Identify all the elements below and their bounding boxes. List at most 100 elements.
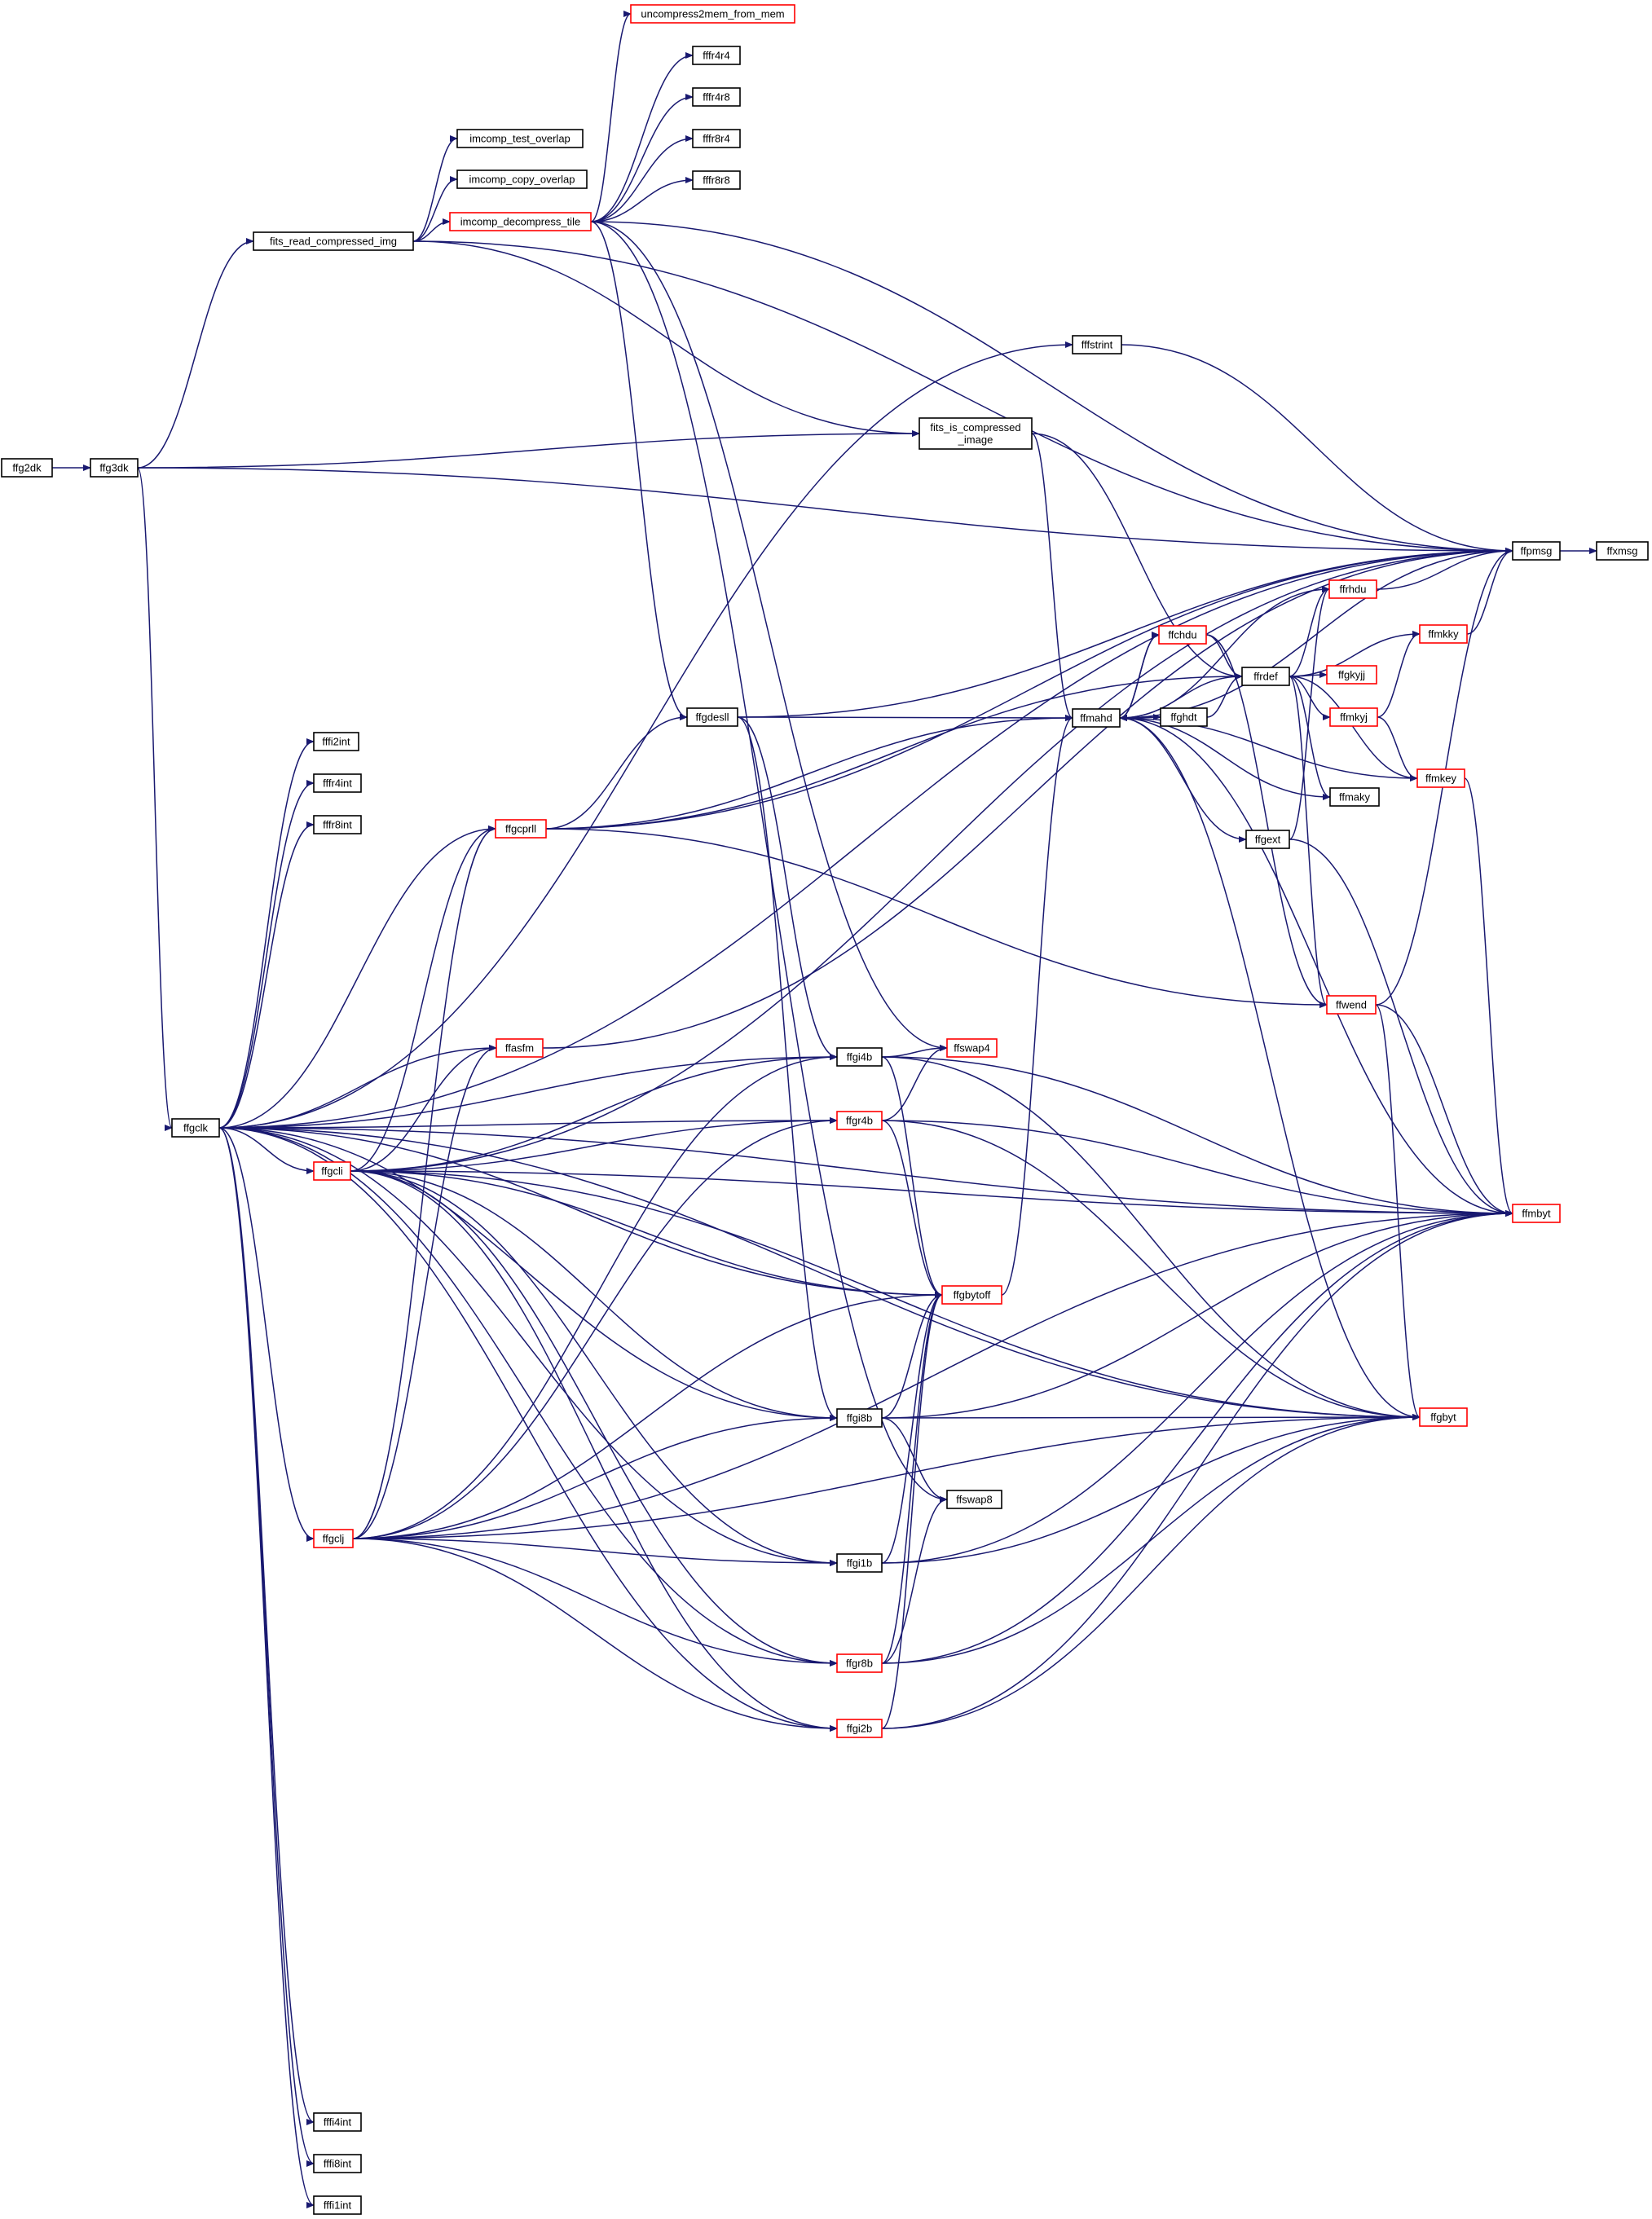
node-ffg3dk[interactable]: ffg3dk — [90, 458, 139, 478]
node-box[interactable] — [692, 87, 741, 107]
node-ffgclj[interactable]: ffgclj — [313, 1529, 354, 1548]
node-fffr8r8[interactable]: fffr8r8 — [692, 170, 741, 190]
node-ffmbyt[interactable]: ffmbyt — [1512, 1204, 1561, 1223]
node-box[interactable] — [1416, 768, 1465, 788]
node-fffr8int[interactable]: fffr8int — [313, 815, 362, 834]
node-box[interactable] — [90, 458, 139, 478]
node-box[interactable] — [692, 129, 741, 148]
node-box[interactable] — [1072, 335, 1122, 354]
node-box[interactable] — [1, 458, 53, 478]
node-box[interactable] — [1419, 1407, 1468, 1427]
node-box[interactable] — [1326, 665, 1377, 685]
node-box[interactable] — [836, 1408, 883, 1428]
node-ffghdt[interactable]: ffghdt — [1160, 707, 1208, 727]
node-ffgkyjj[interactable]: ffgkyjj — [1326, 665, 1377, 685]
node-ffgcli[interactable]: ffgcli — [313, 1161, 351, 1181]
node-fffstrint[interactable]: fffstrint — [1072, 335, 1122, 354]
node-box[interactable] — [313, 2154, 362, 2173]
node-box[interactable] — [1329, 787, 1380, 807]
node-box[interactable] — [836, 1553, 883, 1573]
node-box[interactable] — [946, 1490, 1002, 1509]
node-box[interactable] — [313, 1529, 354, 1548]
node-ffg2dk[interactable]: ffg2dk — [1, 458, 53, 478]
node-ffgext[interactable]: ffgext — [1245, 830, 1290, 849]
node-ffmkyj[interactable]: ffmkyj — [1329, 707, 1378, 727]
node-box[interactable] — [1512, 541, 1561, 561]
node-box[interactable] — [1596, 541, 1649, 561]
node-box[interactable] — [1326, 995, 1377, 1015]
node-uncompress2mem_from_mem[interactable]: uncompress2mem_from_mem — [630, 4, 795, 24]
node-box[interactable] — [313, 773, 362, 793]
node-box[interactable] — [313, 2112, 362, 2132]
node-ffgr8b[interactable]: ffgr8b — [836, 1653, 883, 1673]
node-fffi8int[interactable]: fffi8int — [313, 2154, 362, 2173]
node-ffxmsg[interactable]: ffxmsg — [1596, 541, 1649, 561]
node-ffasfm[interactable]: ffasfm — [496, 1038, 544, 1058]
node-imcomp_decompress_tile[interactable]: imcomp_decompress_tile — [449, 212, 592, 231]
node-fffi1int[interactable]: fffi1int — [313, 2195, 362, 2215]
node-ffgclk[interactable]: ffgclk — [171, 1118, 220, 1138]
node-box[interactable] — [1328, 579, 1377, 599]
node-box[interactable] — [836, 1653, 883, 1673]
node-ffchdu[interactable]: ffchdu — [1158, 625, 1207, 645]
node-ffgbyt[interactable]: ffgbyt — [1419, 1407, 1468, 1427]
node-box[interactable] — [1160, 707, 1208, 727]
node-fffr4r4[interactable]: fffr4r4 — [692, 46, 741, 65]
node-fffr4int[interactable]: fffr4int — [313, 773, 362, 793]
node-ffgr4b[interactable]: ffgr4b — [836, 1111, 883, 1130]
node-box[interactable] — [692, 170, 741, 190]
node-ffgi4b[interactable]: ffgi4b — [836, 1047, 883, 1067]
node-box[interactable] — [313, 1161, 351, 1181]
node-box[interactable] — [456, 129, 584, 148]
node-ffgi1b[interactable]: ffgi1b — [836, 1553, 883, 1573]
node-box[interactable] — [692, 46, 741, 65]
node-fffr4r8[interactable]: fffr4r8 — [692, 87, 741, 107]
node-ffgbytoff[interactable]: ffgbytoff — [941, 1285, 1002, 1305]
node-box[interactable] — [171, 1118, 220, 1138]
node-box[interactable] — [1241, 667, 1290, 686]
node-ffpmsg[interactable]: ffpmsg — [1512, 541, 1561, 561]
node-box[interactable] — [313, 2195, 362, 2215]
node-ffgcprll[interactable]: ffgcprll — [495, 819, 547, 839]
node-box[interactable] — [919, 417, 1033, 450]
node-box[interactable] — [449, 212, 592, 231]
node-ffmaky[interactable]: ffmaky — [1329, 787, 1380, 807]
node-box[interactable] — [1329, 707, 1378, 727]
node-box[interactable] — [686, 707, 738, 727]
node-ffwend[interactable]: ffwend — [1326, 995, 1377, 1015]
node-fffi2int[interactable]: fffi2int — [313, 732, 359, 751]
node-ffgi2b[interactable]: ffgi2b — [836, 1719, 883, 1738]
node-box[interactable] — [1512, 1204, 1561, 1223]
node-fits_read_compressed_img[interactable]: fits_read_compressed_img — [253, 231, 414, 251]
node-imcomp_copy_overlap[interactable]: imcomp_copy_overlap — [456, 170, 588, 189]
node-box[interactable] — [1419, 624, 1468, 644]
node-box[interactable] — [836, 1719, 883, 1738]
node-ffswap4[interactable]: ffswap4 — [946, 1038, 998, 1058]
node-fffi4int[interactable]: fffi4int — [313, 2112, 362, 2132]
node-ffrdef[interactable]: ffrdef — [1241, 667, 1290, 686]
node-box[interactable] — [496, 1038, 544, 1058]
node-box[interactable] — [836, 1047, 883, 1067]
node-ffmahd[interactable]: ffmahd — [1072, 708, 1121, 728]
node-box[interactable] — [630, 4, 795, 24]
node-imcomp_test_overlap[interactable]: imcomp_test_overlap — [456, 129, 584, 148]
node-box[interactable] — [253, 231, 414, 251]
node-box[interactable] — [313, 815, 362, 834]
node-fffr8r4[interactable]: fffr8r4 — [692, 129, 741, 148]
node-box[interactable] — [1072, 708, 1121, 728]
node-box[interactable] — [456, 170, 588, 189]
node-ffrhdu[interactable]: ffrhdu — [1328, 579, 1377, 599]
node-ffgi8b[interactable]: ffgi8b — [836, 1408, 883, 1428]
node-box[interactable] — [313, 732, 359, 751]
node-ffmkky[interactable]: ffmkky — [1419, 624, 1468, 644]
node-box[interactable] — [836, 1111, 883, 1130]
node-box[interactable] — [941, 1285, 1002, 1305]
node-box[interactable] — [1245, 830, 1290, 849]
node-ffmkey[interactable]: ffmkey — [1416, 768, 1465, 788]
node-ffgdesll[interactable]: ffgdesll — [686, 707, 738, 727]
node-fits_is_compressed_image[interactable]: fits_is_compressed_image — [919, 417, 1033, 450]
node-ffswap8[interactable]: ffswap8 — [946, 1490, 1002, 1509]
node-box[interactable] — [1158, 625, 1207, 645]
node-box[interactable] — [495, 819, 547, 839]
node-box[interactable] — [946, 1038, 998, 1058]
